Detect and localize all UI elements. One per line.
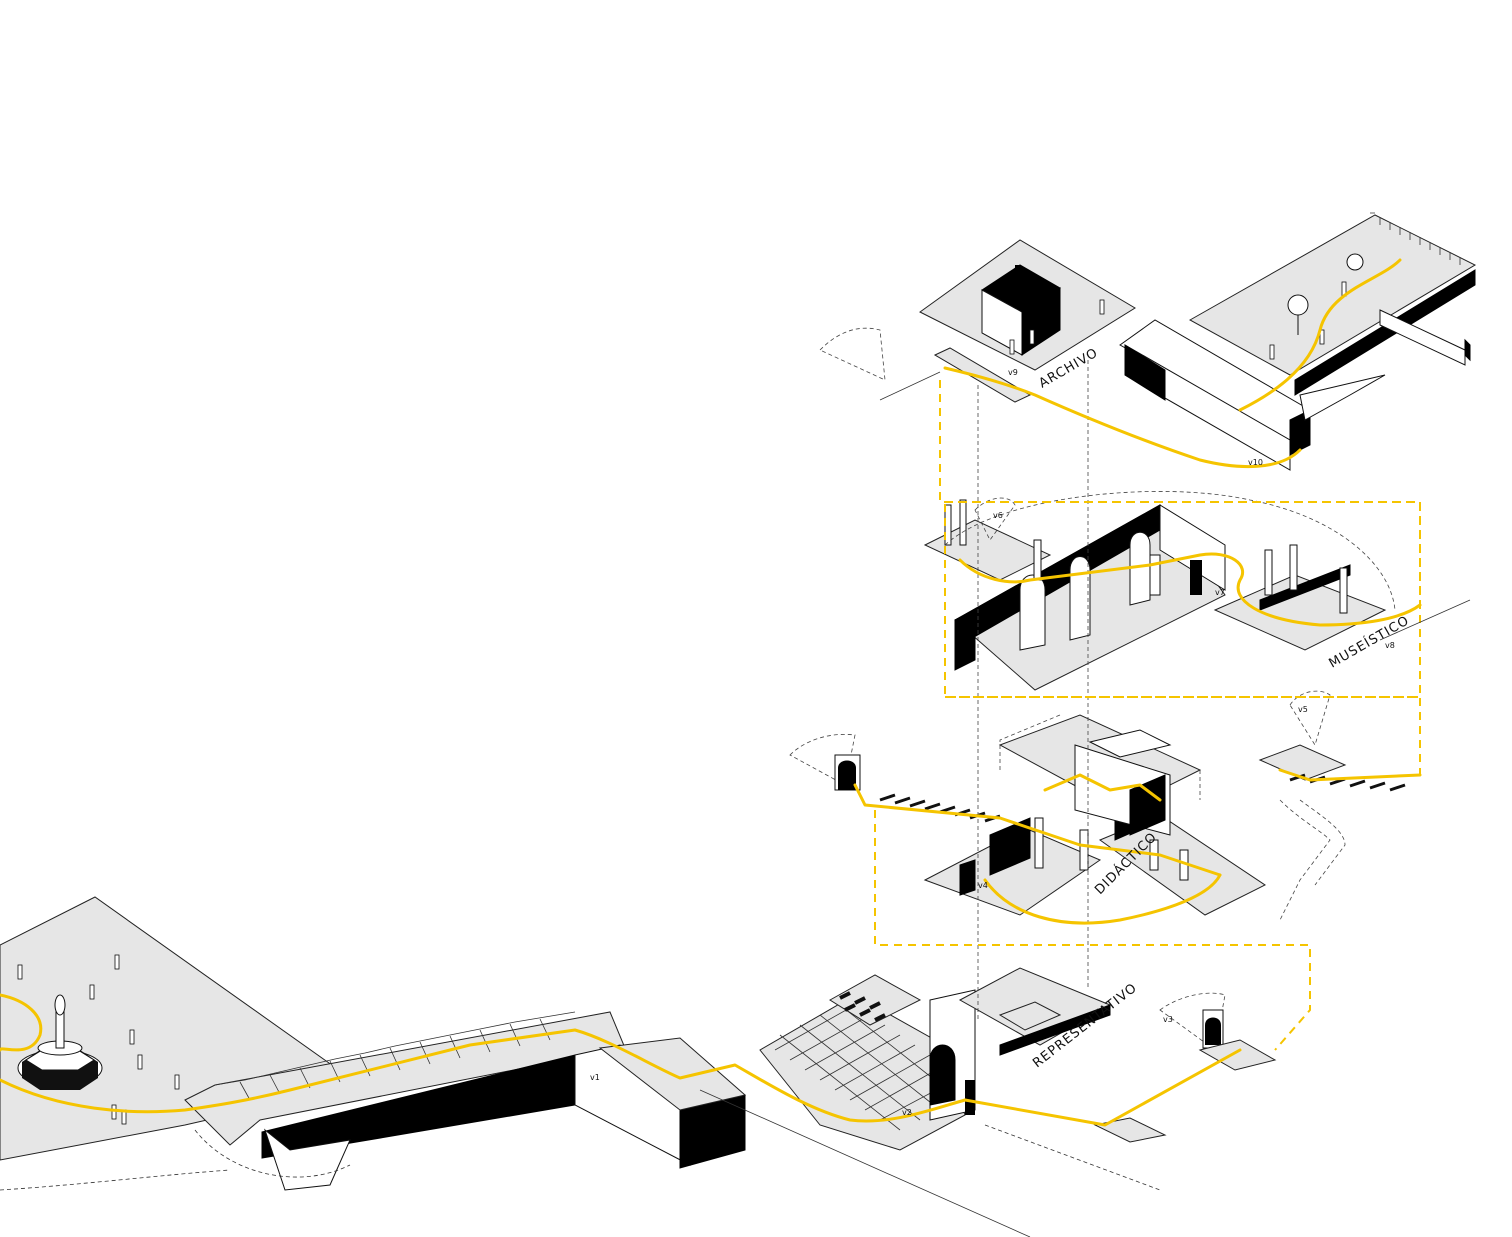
- yellow-route: [0, 258, 1422, 1127]
- v7-label: v7: [1215, 588, 1225, 597]
- didactico-side-path: [1279, 799, 1346, 921]
- didactico-platform: [923, 714, 1347, 916]
- zone-labels: ARCHIVO MUSEÍSTICO DIDÁCTICO REPRESENTAT…: [1030, 346, 1412, 1072]
- v5-viewpoint: [1289, 690, 1331, 746]
- archivo-small-building: [919, 239, 1136, 403]
- v3-arch: [1093, 992, 1277, 1143]
- fountain: [17, 994, 103, 1090]
- staircase-steps: [214, 1011, 576, 1101]
- representativo-courtyard: [759, 967, 1112, 1151]
- v5-label: v5: [1298, 705, 1308, 714]
- archivo-large-building: [1119, 214, 1477, 471]
- v6-viewpoint: [974, 497, 1016, 541]
- yellow-dashed-frames: [874, 380, 1421, 1051]
- v4-label: v4: [978, 881, 988, 890]
- museistico-building: [923, 504, 1387, 691]
- representativo-rows-of-chairs: [839, 991, 886, 1022]
- museistico-arches: [1019, 531, 1202, 651]
- archivo-people: [1009, 281, 1347, 360]
- v3-label: v3: [1163, 1015, 1173, 1024]
- v2-label: v2: [902, 1108, 912, 1117]
- v10-label: v10: [1248, 458, 1263, 467]
- v6-label: v6: [993, 511, 1003, 520]
- viewpoint-labels: v1 v2 v3 v4 v5 v6 v7 v8 v9 v10: [590, 368, 1395, 1117]
- didactico-arch-left: [789, 734, 861, 791]
- archivo-trees: [1287, 253, 1364, 335]
- v9-label: v9: [1008, 368, 1018, 377]
- plaza-people: [17, 954, 180, 1125]
- v4-arch-didactico: [959, 859, 976, 896]
- vertical-axes: [977, 360, 1089, 1020]
- archivo-railing: [1370, 212, 1461, 265]
- v9-viewpoint: [819, 327, 941, 401]
- v8-label: v8: [1385, 641, 1395, 650]
- museistico-columns: [944, 499, 1348, 614]
- ground-lines: [194, 599, 1471, 1237]
- v1-label: v1: [590, 1073, 600, 1082]
